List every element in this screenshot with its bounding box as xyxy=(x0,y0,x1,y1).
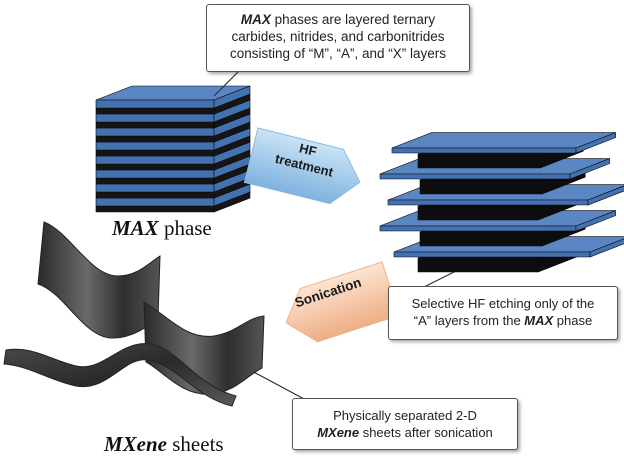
max-blue-layer-3-front xyxy=(96,142,214,150)
mxene-caption-bold: MXene xyxy=(104,432,167,456)
max-black-layer-0-front xyxy=(96,108,214,114)
max-black-layer-2-front xyxy=(96,136,214,142)
max-blue-layer-6-front xyxy=(96,184,214,192)
etching-line2-start: “A” layers from the xyxy=(414,313,525,328)
sheets-line1: Physically separated 2-D xyxy=(299,407,511,424)
etched-blue-sheet-3-front xyxy=(380,174,570,179)
max-black-layer-1-front xyxy=(96,122,214,128)
mxene-caption-rest: sheets xyxy=(167,432,224,456)
etched-blue-sheet-2-front xyxy=(388,200,588,205)
sheets-mxene-bold: MXene xyxy=(317,425,359,440)
max-caption-bold: MAX xyxy=(112,216,159,240)
etching-max-bold: MAX xyxy=(524,313,553,328)
etched-black-block-0-front xyxy=(418,258,538,272)
max-black-layer-6-front xyxy=(96,192,214,198)
max-emphasis: MAX xyxy=(241,12,271,27)
max-blue-layer-0-front xyxy=(96,100,214,108)
max-black-layer-5-front xyxy=(96,178,214,184)
max-blue-layer-7-front xyxy=(96,198,214,206)
max-caption-rest: phase xyxy=(159,216,212,240)
max-blue-layer-1-front xyxy=(96,114,214,122)
etched-stack xyxy=(380,133,624,272)
etched-black-block-1-front xyxy=(420,232,542,246)
sheets-line2-rest: sheets after sonication xyxy=(359,425,493,440)
max-blue-layer-2-front xyxy=(96,128,214,136)
etched-blue-sheet-4-front xyxy=(392,148,576,153)
etched-black-block-4-front xyxy=(418,154,540,168)
max-phase-stack xyxy=(96,86,250,212)
max-blue-layer-5-front xyxy=(96,170,214,178)
max-description-callout: MAX phases are layered ternary carbides,… xyxy=(206,4,470,72)
max-black-layer-4-front xyxy=(96,164,214,170)
etching-line1: Selective HF etching only of the xyxy=(395,295,611,312)
callout-top-line1: phases are layered ternary xyxy=(271,12,435,27)
max-black-layer-3-front xyxy=(96,150,214,156)
mxene-sheets-caption: MXene sheets xyxy=(104,432,224,457)
max-blue-layer-4-front xyxy=(96,156,214,164)
etched-blue-sheet-0-front xyxy=(394,252,590,257)
etched-black-block-3-front xyxy=(420,180,542,194)
mxene-sheets-callout: Physically separated 2-D MXene sheets af… xyxy=(292,398,518,450)
callout-top-line2: carbides, nitrides, and carbonitrides xyxy=(215,28,461,45)
etched-blue-sheet-1-front xyxy=(380,226,576,231)
etched-black-block-2-front xyxy=(418,206,538,220)
max-black-layer-7-front xyxy=(96,206,214,212)
max-phase-caption: MAX phase xyxy=(112,216,212,241)
etching-line2-end: phase xyxy=(553,313,592,328)
etching-callout: Selective HF etching only of the “A” lay… xyxy=(388,286,618,340)
callout-top-line3: consisting of “M”, “A”, and “X” layers xyxy=(215,45,461,62)
